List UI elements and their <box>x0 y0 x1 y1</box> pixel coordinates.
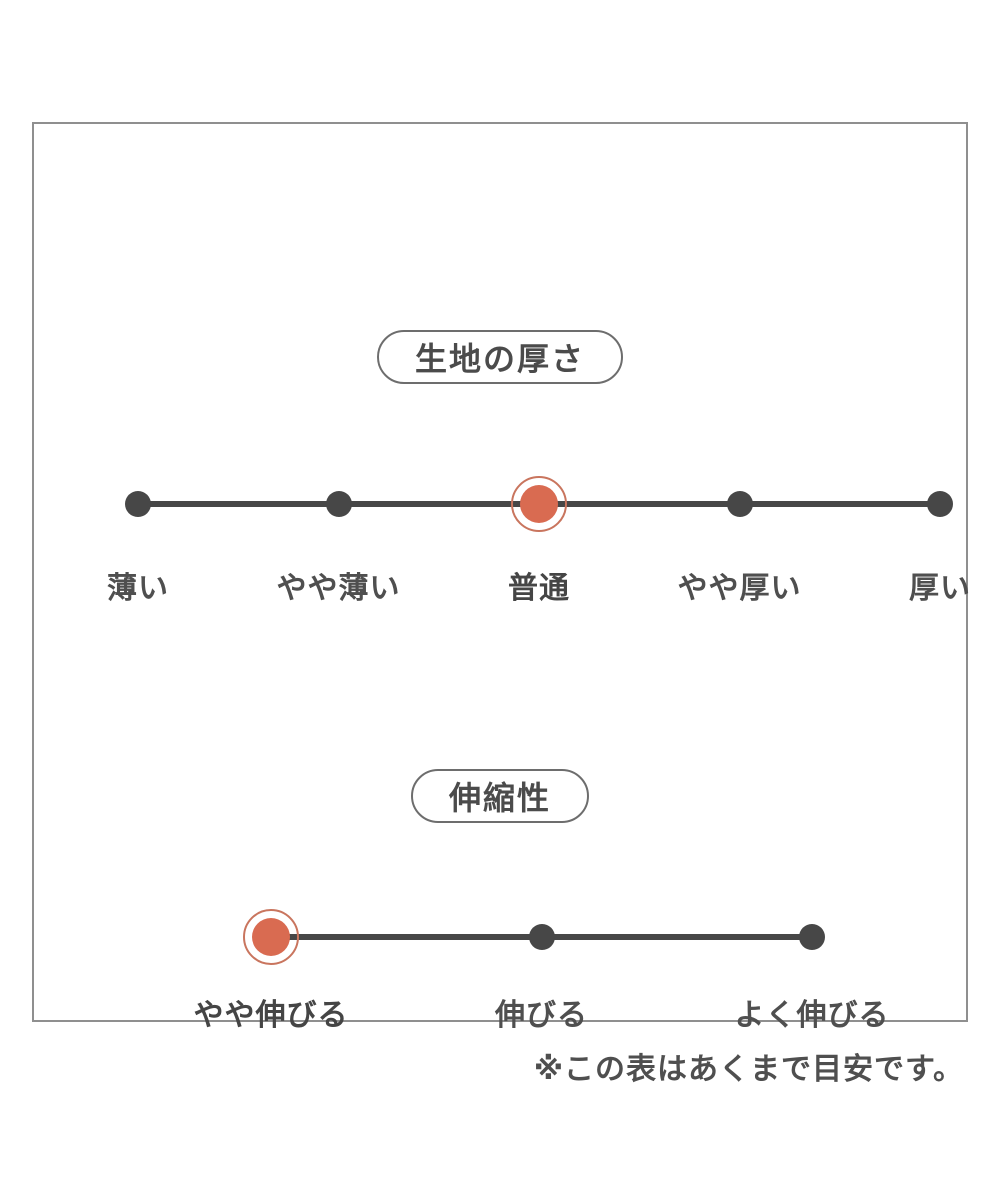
thickness-title-pill: 生地の厚さ <box>376 330 623 384</box>
thickness-scale: 薄い やや薄い 普通 やや厚い 厚い <box>107 476 970 621</box>
scale-dot <box>927 491 953 517</box>
selected-scale-dot <box>511 476 567 532</box>
scale-dot <box>799 924 825 950</box>
scale-label: 厚い <box>909 572 971 605</box>
stretch-scale: やや伸びる 伸びる よく伸びる <box>194 909 889 1054</box>
scale-dot <box>726 491 753 517</box>
scale-label: やや薄い <box>276 572 401 605</box>
selected-scale-label: 普通 <box>508 572 570 605</box>
stretch-title-wrap: 伸縮性 <box>34 769 966 823</box>
scale-label: 薄い <box>107 572 169 605</box>
thickness-scale-labels: 薄い やや薄い 普通 やや厚い 厚い <box>107 563 970 607</box>
scale-dot <box>528 924 555 950</box>
selected-scale-label: やや伸びる <box>193 999 349 1032</box>
disclaimer-note: ※この表はあくまで目安です。 <box>533 1053 964 1086</box>
stretch-title-pill: 伸縮性 <box>410 769 589 823</box>
thickness-scale-track <box>125 476 953 532</box>
scale-label: 伸びる <box>495 999 588 1032</box>
scale-dot <box>125 491 151 517</box>
scale-label: よく伸びる <box>734 999 890 1032</box>
stretch-scale-track <box>243 909 825 965</box>
stretch-scale-labels: やや伸びる 伸びる よく伸びる <box>194 990 889 1034</box>
scale-dot <box>325 491 352 517</box>
guide-frame: 生地の厚さ 薄い やや薄い 普通 やや厚い 厚い 伸縮性 やや伸びる 伸びる よく伸びる <box>32 122 970 1032</box>
selected-scale-dot <box>243 909 299 965</box>
scale-label: やや厚い <box>677 572 802 605</box>
thickness-title-wrap: 生地の厚さ <box>34 330 966 384</box>
